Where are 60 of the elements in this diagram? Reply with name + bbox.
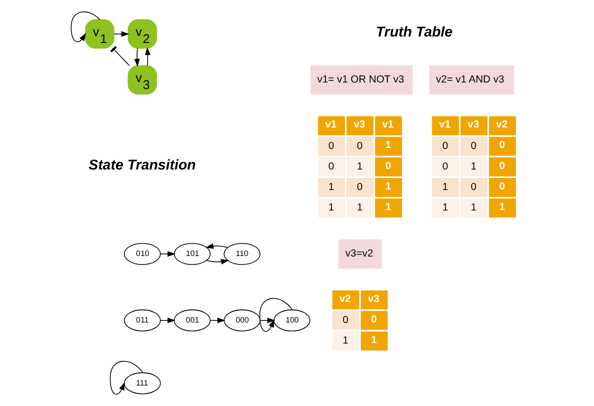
label: v3 (367, 294, 379, 305)
node-ellipse: 011 (123, 309, 160, 332)
label: 1 (328, 202, 334, 214)
label: 1 (384, 140, 391, 152)
node-ellipse: 010 (123, 242, 160, 265)
label: 0 (498, 140, 505, 152)
label: 1 (356, 162, 362, 173)
node-ellipse: 111 (123, 372, 160, 394)
label: 0 (470, 141, 476, 152)
node-ellipse: 000 (223, 309, 260, 332)
arrow (159, 318, 175, 324)
arrow (259, 318, 275, 324)
label: v1 (382, 120, 394, 131)
label: 0 (328, 141, 334, 152)
label: 0 (356, 141, 362, 152)
label: 0 (356, 182, 362, 194)
arrow (204, 243, 228, 249)
arrow (144, 47, 150, 66)
label: 1 (384, 181, 391, 192)
arrow (70, 11, 100, 42)
node-box: v1= v1 OR NOT v3 (310, 65, 412, 94)
label: State Transition (88, 158, 196, 174)
connector (110, 46, 130, 66)
label: 0 (442, 162, 448, 173)
label: 0 (442, 141, 448, 152)
node-box: v3=v2 (338, 239, 382, 269)
arrow (209, 318, 225, 324)
label: 0 (328, 162, 334, 173)
node-ellipse: 101 (173, 242, 210, 265)
node-ellipse: 100 (273, 309, 310, 332)
label: 0 (342, 315, 348, 326)
label: 1 (442, 182, 448, 194)
label: 0 (498, 160, 505, 172)
label: v2 (496, 120, 508, 131)
label: v1 (438, 120, 450, 131)
label: v1 (324, 120, 336, 131)
label: 1 (384, 202, 391, 213)
arrow (159, 251, 175, 257)
label: 1 (498, 202, 505, 213)
label: 1 (356, 202, 362, 214)
label: 0 (384, 160, 391, 172)
arrow (206, 259, 228, 264)
node-ellipse: 001 (173, 309, 210, 332)
arrow (134, 48, 140, 67)
label: 1 (342, 336, 348, 347)
label: 1 (370, 334, 376, 346)
node-box: v2= v1 AND v3 (428, 65, 514, 94)
label: v2 (338, 294, 350, 305)
label: Truth Table (375, 24, 452, 41)
label: 0 (470, 182, 476, 194)
node-ellipse: 110 (223, 242, 260, 265)
label: 1 (470, 162, 476, 173)
label: v3 (353, 120, 365, 131)
label: v3 (467, 120, 479, 131)
label: 0 (370, 314, 376, 326)
label: 1 (470, 202, 476, 214)
label: 1 (328, 182, 334, 194)
arrow (113, 31, 129, 37)
label: 1 (442, 202, 448, 214)
label: 0 (498, 181, 505, 192)
